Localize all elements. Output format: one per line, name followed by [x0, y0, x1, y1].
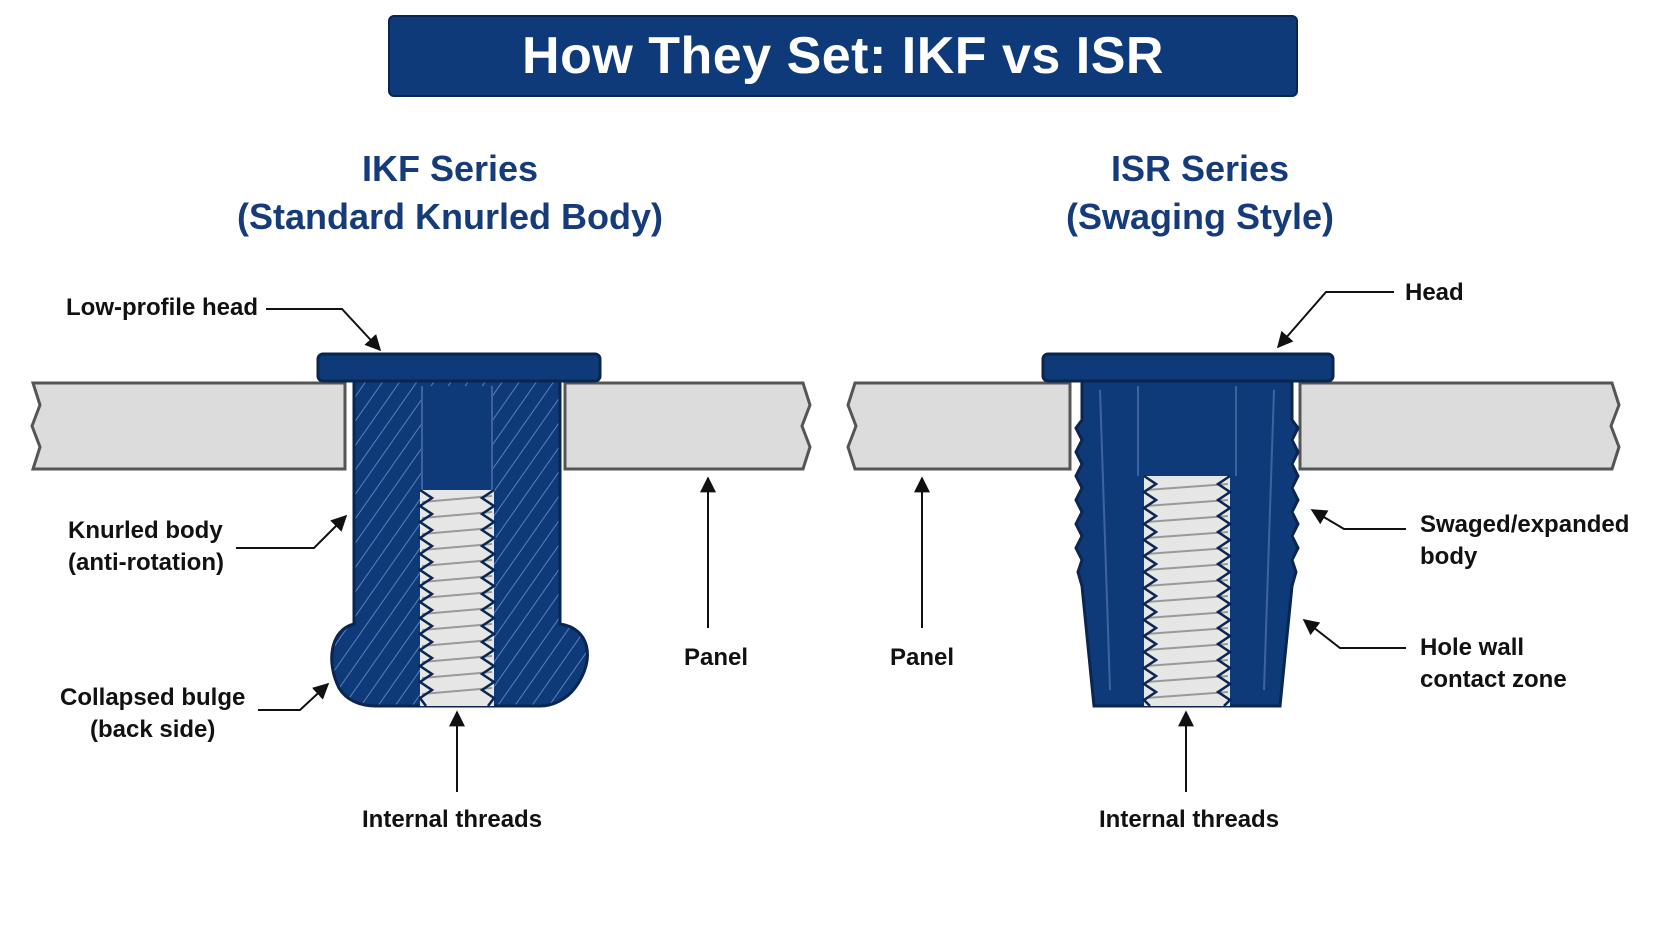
- isr-insert: [1041, 352, 1335, 708]
- ikf-series-style: (Standard Knurled Body): [236, 196, 663, 237]
- ikf-insert: [316, 352, 602, 708]
- label-isr-internal-threads: Internal threads: [1099, 806, 1280, 833]
- label-head: Head: [1405, 279, 1464, 306]
- label-knurled-body-line1: Knurled body: [68, 517, 223, 544]
- isr-leaders: [914, 291, 1406, 792]
- label-collapsed-bulge-line1: Collapsed bulge: [60, 684, 246, 711]
- label-swaged-body-line2: body: [1420, 543, 1478, 570]
- label-ikf-internal-threads: Internal threads: [362, 806, 543, 833]
- label-hole-wall-line2: contact zone: [1420, 666, 1567, 693]
- isr-thread-lines: [1145, 483, 1229, 699]
- ikf-thread-lines: [421, 495, 493, 695]
- label-low-profile-head: Low-profile head: [66, 294, 258, 321]
- ikf-series-name: IKF Series: [361, 148, 539, 189]
- page-title: How They Set: IKF vs ISR: [522, 27, 1164, 85]
- label-isr-panel: Panel: [890, 644, 955, 671]
- title-banner: How They Set: IKF vs ISR: [388, 15, 1298, 97]
- label-knurled-body-line2: (anti-rotation): [68, 549, 224, 576]
- label-swaged-body-line1: Swaged/expanded: [1420, 511, 1630, 538]
- label-ikf-panel: Panel: [684, 644, 749, 671]
- ikf-leaders: [236, 308, 716, 792]
- ikf-heading: IKF Series (Standard Knurled Body): [170, 145, 730, 241]
- isr-heading: ISR Series (Swaging Style): [930, 145, 1470, 241]
- isr-series-style: (Swaging Style): [1065, 196, 1335, 237]
- label-hole-wall-contact: Hole wall contact zone: [1420, 632, 1567, 696]
- isr-panel: [846, 381, 1621, 471]
- label-collapsed-bulge: Collapsed bulge (back side): [60, 682, 245, 746]
- ikf-panel: [30, 381, 812, 471]
- label-collapsed-bulge-line2: (back side): [89, 716, 216, 743]
- label-hole-wall-line1: Hole wall: [1420, 634, 1525, 661]
- label-swaged-body: Swaged/expanded body: [1420, 509, 1629, 573]
- isr-series-name: ISR Series: [1110, 148, 1290, 189]
- label-knurled-body: Knurled body (anti-rotation): [68, 515, 224, 579]
